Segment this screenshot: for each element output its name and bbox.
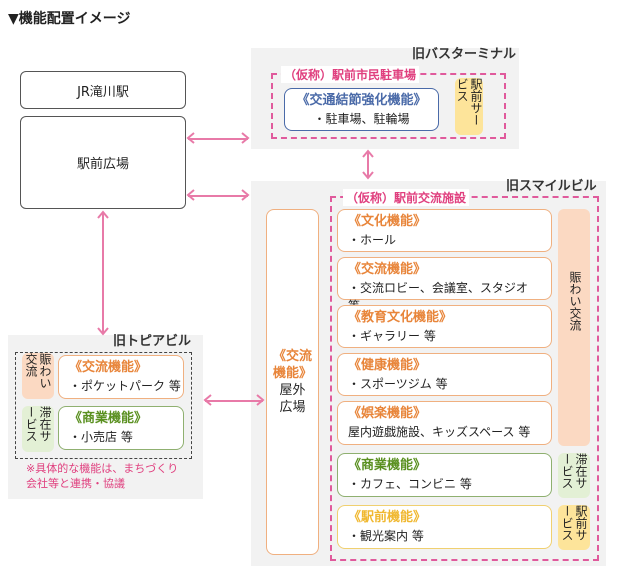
function-desc: ・カフェ、コンビニ 等	[348, 477, 472, 491]
parking-facility-label: （仮称）駅前市民駐車場	[281, 66, 420, 83]
topia-note: ※具体的な機能は、まちづくり 会社等と連携・協議	[26, 462, 179, 490]
station-box: JR滝川駅	[20, 71, 186, 109]
function-box-commerce: 《商業機能》・カフェ、コンビニ 等	[337, 453, 552, 497]
function-box-education: 《教育文化機能》・ギャラリー 等	[337, 305, 552, 348]
function-title: 《商業機能》	[348, 458, 427, 473]
function-desc: ・駐車場、駐輪場	[313, 112, 410, 126]
function-title: 《交流機能》	[69, 360, 148, 375]
function-title: 《交流機能》	[272, 349, 312, 381]
function-title: 《駅前機能》	[348, 510, 427, 525]
exchange-facility-label: （仮称）駅前交流施設	[343, 189, 470, 206]
function-box-exchange: 《交流機能》・ポケットパーク 等	[58, 355, 184, 399]
function-desc: ・観光案内 等	[348, 529, 424, 543]
function-title: 《交流機能》	[348, 262, 427, 277]
outdoor-plaza-box: 《交流機能》 屋外広場	[266, 209, 319, 555]
function-title: 《健康機能》	[348, 358, 427, 373]
function-desc: ・ホール	[348, 233, 397, 247]
arrow-bus-smile	[367, 151, 369, 178]
topia-frame	[15, 352, 192, 459]
tag-station-service: 駅前サービス	[558, 505, 590, 550]
bus-terminal-label: 旧バスターミナル	[412, 47, 517, 62]
function-box-health: 《健康機能》・スポーツジム 等	[337, 353, 552, 396]
transport-function-box: 《交通結節強化機能》 ・駐車場、駐輪場	[284, 88, 439, 131]
function-desc: 屋内遊戯施設、キッズスペース 等	[348, 425, 531, 439]
plaza-box: 駅前広場	[20, 116, 186, 209]
tag-liveliness-exchange: 賑わい交流	[22, 353, 54, 399]
tag-stay-service: 滞在サービス	[22, 406, 54, 452]
function-title: 《教育文化機能》	[348, 310, 453, 325]
function-desc: ・ギャラリー 等	[348, 329, 436, 343]
tag-station-service: 駅前サービス	[455, 78, 483, 135]
function-title: 《商業機能》	[69, 411, 148, 426]
function-title: 《交通結節強化機能》	[296, 93, 427, 108]
function-box-commerce: 《商業機能》・小売店 等	[58, 406, 184, 450]
smile-building-label: 旧スマイルビル	[506, 179, 597, 194]
function-title: 《娯楽機能》	[348, 406, 427, 421]
function-desc: ・小売店 等	[69, 430, 133, 444]
function-desc: ・スポーツジム 等	[348, 377, 448, 391]
tag-stay-service: 滞在サービス	[558, 453, 590, 498]
arrow-plaza-topia	[102, 212, 104, 334]
tag-liveliness-exchange: 賑わい交流	[558, 209, 590, 446]
function-title: 《文化機能》	[348, 214, 427, 229]
page-title: ▼機能配置イメージ	[8, 11, 131, 27]
arrow-plaza-bus	[188, 138, 248, 140]
function-box-culture: 《文化機能》・ホール	[337, 209, 552, 252]
topia-building-label: 旧トピアビル	[113, 334, 192, 349]
arrow-topia-smile	[205, 400, 263, 402]
function-desc: ・ポケットパーク 等	[69, 379, 181, 393]
function-desc: 屋外広場	[279, 383, 306, 415]
arrow-plaza-smile	[188, 195, 248, 197]
function-box-entertainment: 《娯楽機能》屋内遊戯施設、キッズスペース 等	[337, 401, 552, 445]
function-box-station: 《駅前機能》・観光案内 等	[337, 505, 552, 549]
